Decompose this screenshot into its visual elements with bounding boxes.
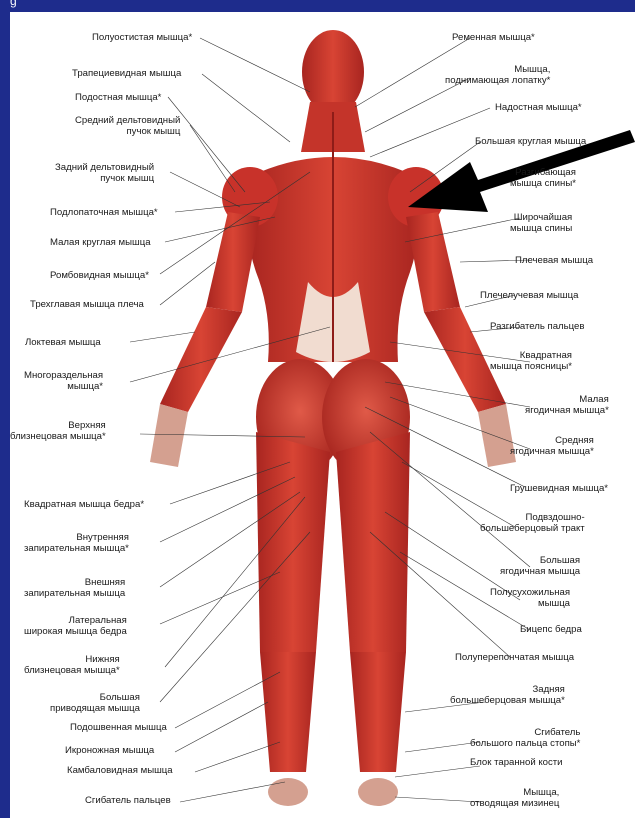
left-hand [150, 404, 188, 467]
muscle-label-right: Плечелучевая мышца [480, 290, 578, 301]
muscle-label-left: Малая круглая мышца [50, 237, 151, 248]
muscle-label-right: Надостная мышца* [495, 102, 582, 113]
head [302, 30, 364, 114]
muscle-label-right: Малая ягодичная мышца* [525, 394, 609, 416]
muscle-label-right: Задняя большеберцовая мышца* [450, 684, 565, 706]
muscle-label-left: Внешняя запирательная мышца [24, 577, 125, 599]
muscle-label-right: Ременная мышца* [452, 32, 535, 43]
right-upper-arm [406, 212, 460, 312]
right-thigh [336, 432, 410, 652]
muscle-label-right: Разгибатель пальцев [490, 321, 584, 332]
muscle-label-right: Блок таранной кости [470, 757, 563, 768]
muscle-label-right: Широчайшая мышца спины [510, 212, 572, 234]
muscle-label-left: Полуостистая мышца* [92, 32, 192, 43]
muscle-label-right: Грушевидная мышца* [510, 483, 608, 494]
muscle-label-right: Мышца, поднимающая лопатку* [445, 64, 550, 86]
left-heel [268, 778, 308, 806]
left-upper-arm [206, 212, 260, 312]
muscle-label-left: Верхняя близнецовая мышца* [10, 420, 106, 442]
muscle-label-left: Внутренняя запирательная мышца* [24, 532, 129, 554]
muscle-label-right: Полуперепончатая мышца [455, 652, 574, 663]
muscle-label-right: Сгибатель большого пальца стопы* [470, 727, 580, 749]
muscle-label-left: Локтевая мышца [25, 337, 101, 348]
muscle-label-left: Подошвенная мышца [70, 722, 167, 733]
muscle-label-left: Трехглавая мышца плеча [30, 299, 144, 310]
muscle-label-right: Полусухожильная мышца [490, 587, 570, 609]
muscle-label-right: Разгибающая мышца спины* [510, 167, 576, 189]
muscle-label-right: Квадратная мышца поясницы* [490, 350, 572, 372]
left-thigh [256, 432, 330, 652]
muscle-label-left: Большая приводящая мышца [50, 692, 140, 714]
muscle-label-left: Сгибатель пальцев [85, 795, 171, 806]
muscle-label-right: Мышца, отводящая мизинец [470, 787, 559, 809]
muscle-label-left: Задний дельтовидный пучок мышц [55, 162, 154, 184]
muscle-label-left: Камбаловидная мышца [67, 765, 173, 776]
muscle-label-right: Плечевая мышца [515, 255, 593, 266]
muscle-label-left: Многораздельная мышца* [24, 370, 103, 392]
right-heel [358, 778, 398, 806]
slide-caption: g [10, 0, 17, 8]
muscle-label-right: Большая ягодичная мышца [500, 555, 580, 577]
muscle-label-left: Квадратная мышца бедра* [24, 499, 144, 510]
muscle-label-left: Икроножная мышца [65, 745, 154, 756]
muscle-label-right: Бицепс бедра [520, 624, 582, 635]
muscle-label-left: Средний дельтовидный пучок мышц [75, 115, 180, 137]
muscle-label-right: Большая круглая мышца [475, 136, 586, 147]
right-calf [350, 652, 406, 772]
muscle-label-left: Подлопаточная мышца* [50, 207, 158, 218]
left-calf [260, 652, 316, 772]
muscle-label-left: Ромбовидная мышца* [50, 270, 149, 281]
muscle-label-right: Средняя ягодичная мышца* [510, 435, 594, 457]
muscle-label-left: Трапециевидная мышца [72, 68, 181, 79]
muscle-label-right: Подвздошно- большеберцовый тракт [480, 512, 585, 534]
muscle-label-left: Латеральная широкая мышца бедра [24, 615, 127, 637]
muscle-label-left: Нижняя близнецовая мышца* [24, 654, 120, 676]
muscle-label-left: Подостная мышца* [75, 92, 161, 103]
left-forearm [160, 307, 242, 412]
